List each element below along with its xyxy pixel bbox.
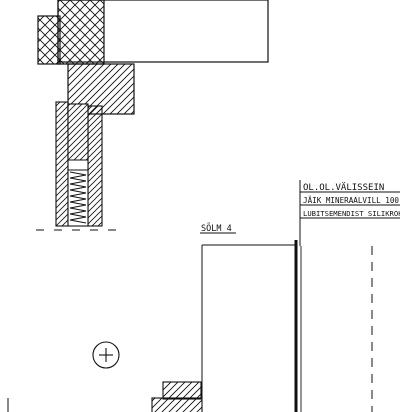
hatched-step-upper <box>162 381 202 400</box>
layer-notes-box: OL.OL.VÄLISSEIN JÄIK MINERAALVILL 100 mm… <box>299 180 400 246</box>
crosshair-plus-icon <box>92 341 120 369</box>
insulation-zigzag <box>69 171 87 224</box>
hatched-core-top <box>67 103 89 161</box>
lower-detail <box>7 240 373 412</box>
layer-note-3: LUBITSEMENDIST SILIKROHV <box>303 209 400 218</box>
hatched-step-lower <box>151 397 203 412</box>
hatched-post-right <box>87 105 103 227</box>
hatched-post-left <box>55 101 69 227</box>
section-label: SÕLM 4 <box>201 222 232 234</box>
layer-note-1: OL.OL.VÄLISSEIN <box>303 182 384 193</box>
crosshatched-block <box>37 15 61 65</box>
upper-detail <box>36 0 269 231</box>
layer-note-2: JÄIK MINERAALVILL 100 mm <box>303 196 400 205</box>
crosshatched-column <box>57 0 105 65</box>
